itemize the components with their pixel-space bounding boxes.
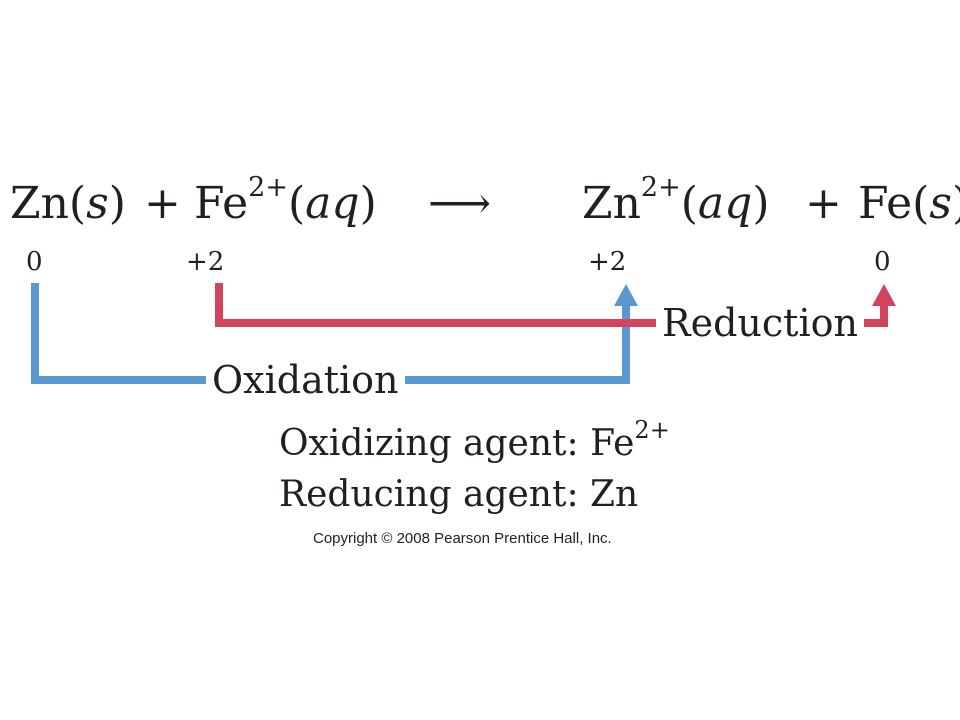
oxidation-number-fe-ion: +2 xyxy=(186,247,225,277)
copyright-notice: Copyright © 2008 Pearson Prentice Hall, … xyxy=(313,530,612,547)
oxidizing-agent-line: Oxidizing agent: Fe2+ xyxy=(279,416,670,464)
plus-sign-2: + xyxy=(805,178,842,229)
oxidation-arrowhead-icon xyxy=(614,284,638,306)
oxidation-number-fe: 0 xyxy=(874,247,891,277)
oxidation-label: Oxidation xyxy=(206,361,405,399)
reducing-agent-line: Reducing agent: Zn xyxy=(279,474,639,515)
reduction-arrow-line xyxy=(215,283,888,327)
zn-ion-product: Zn2+(aq) xyxy=(582,172,770,229)
zn-reactant: Zn(s) xyxy=(10,178,126,229)
oxidation-number-zn-ion: +2 xyxy=(588,247,627,277)
reduction-arrowhead-icon xyxy=(872,284,896,306)
plus-sign-1: + xyxy=(144,178,181,229)
reaction-arrow-icon: ⟶ xyxy=(428,178,492,229)
fe-product: Fe(s) xyxy=(858,178,960,229)
reduction-label: Reduction xyxy=(656,304,864,342)
oxidation-number-zn: 0 xyxy=(26,247,43,277)
fe-ion-reactant: Fe2+(aq) xyxy=(194,172,377,229)
